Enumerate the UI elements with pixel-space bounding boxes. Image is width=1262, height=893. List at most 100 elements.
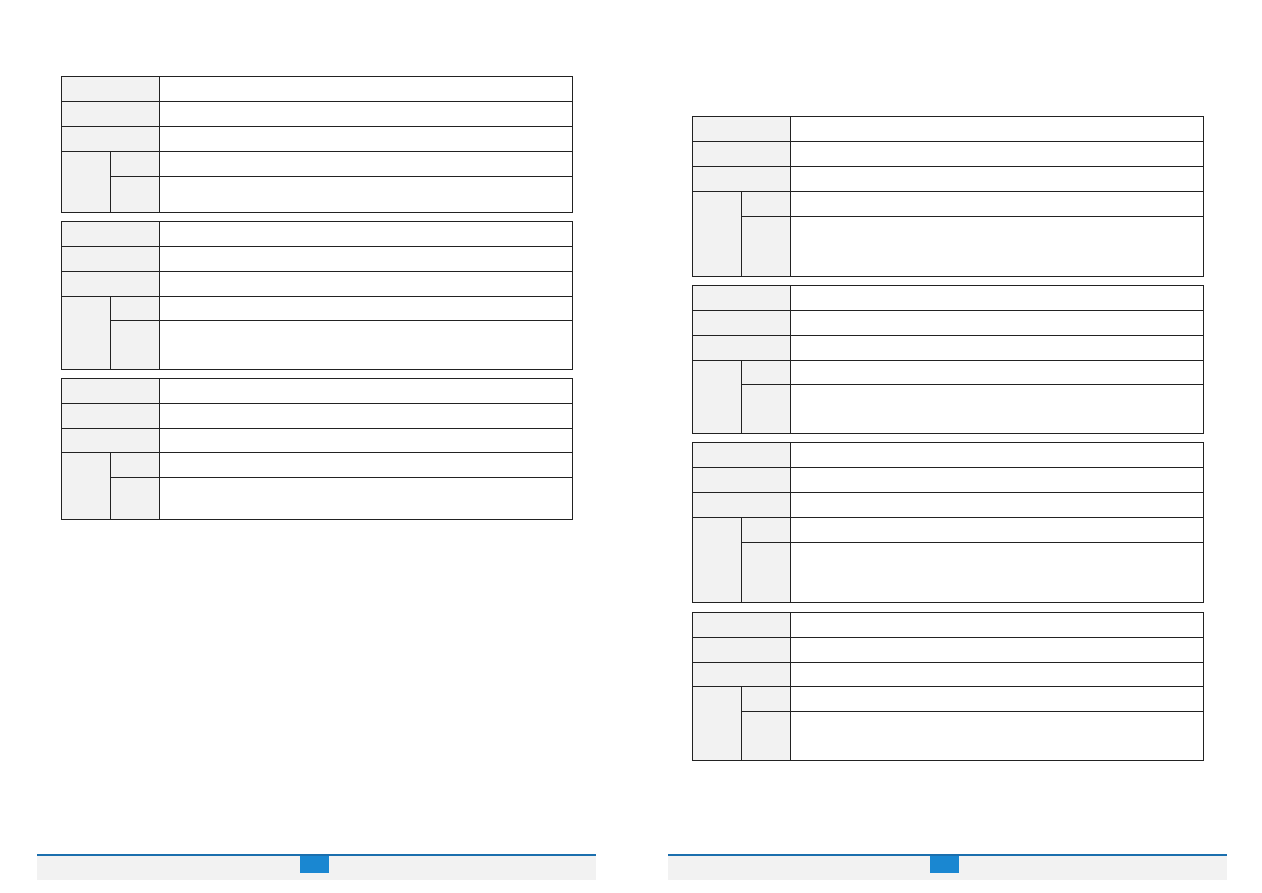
row-label bbox=[62, 272, 160, 296]
sub-row-label bbox=[111, 453, 160, 477]
table-row bbox=[693, 493, 1203, 518]
row-label bbox=[693, 493, 791, 517]
row-value bbox=[791, 663, 1203, 686]
group-label bbox=[62, 453, 111, 519]
table-row bbox=[62, 404, 572, 429]
row-label bbox=[693, 443, 791, 467]
row-value bbox=[160, 127, 572, 151]
group-label bbox=[62, 152, 111, 212]
row-value bbox=[791, 493, 1203, 517]
row-label bbox=[693, 638, 791, 662]
row-value bbox=[160, 404, 572, 428]
sub-row-label bbox=[742, 543, 791, 602]
table-row bbox=[62, 102, 572, 127]
sub-row-label bbox=[742, 217, 791, 276]
row-label bbox=[62, 222, 160, 246]
row-value bbox=[791, 613, 1203, 637]
table-row bbox=[742, 518, 1203, 543]
sub-row-value bbox=[791, 217, 1203, 276]
table-row bbox=[693, 142, 1203, 167]
row-value bbox=[160, 272, 572, 296]
page-number-badge bbox=[300, 856, 329, 873]
spec-table bbox=[61, 76, 573, 213]
sub-row-value bbox=[791, 385, 1203, 433]
sub-row-label bbox=[742, 687, 791, 711]
sub-row-value bbox=[791, 518, 1203, 542]
row-value bbox=[791, 167, 1203, 191]
table-row bbox=[111, 297, 572, 321]
row-label bbox=[62, 404, 160, 428]
group-label bbox=[693, 518, 742, 602]
row-label bbox=[693, 336, 791, 360]
row-value bbox=[791, 638, 1203, 662]
sub-row-value bbox=[791, 687, 1203, 711]
table-row bbox=[742, 217, 1203, 276]
row-label bbox=[693, 117, 791, 141]
table-row bbox=[693, 638, 1203, 663]
page-footer bbox=[37, 854, 596, 880]
table-row bbox=[693, 167, 1203, 192]
row-value bbox=[160, 429, 572, 452]
sub-row-label bbox=[111, 321, 160, 369]
table-row bbox=[62, 127, 572, 152]
spec-table bbox=[692, 442, 1204, 603]
row-value bbox=[160, 102, 572, 126]
table-row bbox=[742, 687, 1203, 712]
right-page bbox=[631, 0, 1262, 893]
row-label bbox=[693, 142, 791, 166]
table-row bbox=[111, 478, 572, 519]
row-label bbox=[693, 311, 791, 335]
row-label bbox=[693, 468, 791, 492]
row-label bbox=[62, 247, 160, 271]
spec-table bbox=[692, 116, 1204, 277]
sub-row-value bbox=[160, 297, 572, 320]
table-row bbox=[111, 453, 572, 478]
row-label bbox=[693, 167, 791, 191]
sub-row-value bbox=[791, 361, 1203, 384]
page-number-badge bbox=[930, 856, 959, 873]
table-row bbox=[693, 613, 1203, 638]
row-value bbox=[791, 142, 1203, 166]
row-value bbox=[160, 222, 572, 246]
row-value bbox=[791, 468, 1203, 492]
sub-row-label bbox=[742, 712, 791, 760]
table-row bbox=[693, 286, 1203, 311]
spec-table bbox=[692, 285, 1204, 434]
page-footer bbox=[668, 854, 1227, 880]
row-label bbox=[693, 286, 791, 310]
row-value bbox=[791, 117, 1203, 141]
row-value bbox=[160, 247, 572, 271]
row-value bbox=[791, 286, 1203, 310]
sub-row-label bbox=[111, 478, 160, 519]
sub-row-label bbox=[111, 152, 160, 176]
table-row bbox=[742, 543, 1203, 602]
sub-row-label bbox=[111, 297, 160, 320]
table-row bbox=[693, 663, 1203, 687]
sub-row-value bbox=[791, 543, 1203, 602]
sub-row-value bbox=[791, 192, 1203, 216]
group-label bbox=[62, 297, 111, 369]
table-row bbox=[111, 321, 572, 369]
table-row bbox=[693, 468, 1203, 493]
row-label bbox=[62, 379, 160, 403]
spec-table bbox=[61, 221, 573, 370]
row-value bbox=[160, 77, 572, 101]
table-row bbox=[693, 336, 1203, 361]
group-label bbox=[693, 192, 742, 276]
sub-row-value bbox=[160, 453, 572, 477]
table-row bbox=[62, 222, 572, 247]
row-value bbox=[791, 443, 1203, 467]
sub-row-value bbox=[160, 321, 572, 369]
row-label bbox=[693, 663, 791, 686]
table-row bbox=[693, 311, 1203, 336]
table-row bbox=[62, 379, 572, 404]
row-label bbox=[693, 613, 791, 637]
sub-row-label bbox=[742, 361, 791, 384]
row-value bbox=[791, 336, 1203, 360]
group-label bbox=[693, 361, 742, 433]
row-label bbox=[62, 77, 160, 101]
sub-row-value bbox=[160, 152, 572, 176]
row-label bbox=[62, 127, 160, 151]
sub-row-label bbox=[742, 385, 791, 433]
sub-row-label bbox=[742, 192, 791, 216]
